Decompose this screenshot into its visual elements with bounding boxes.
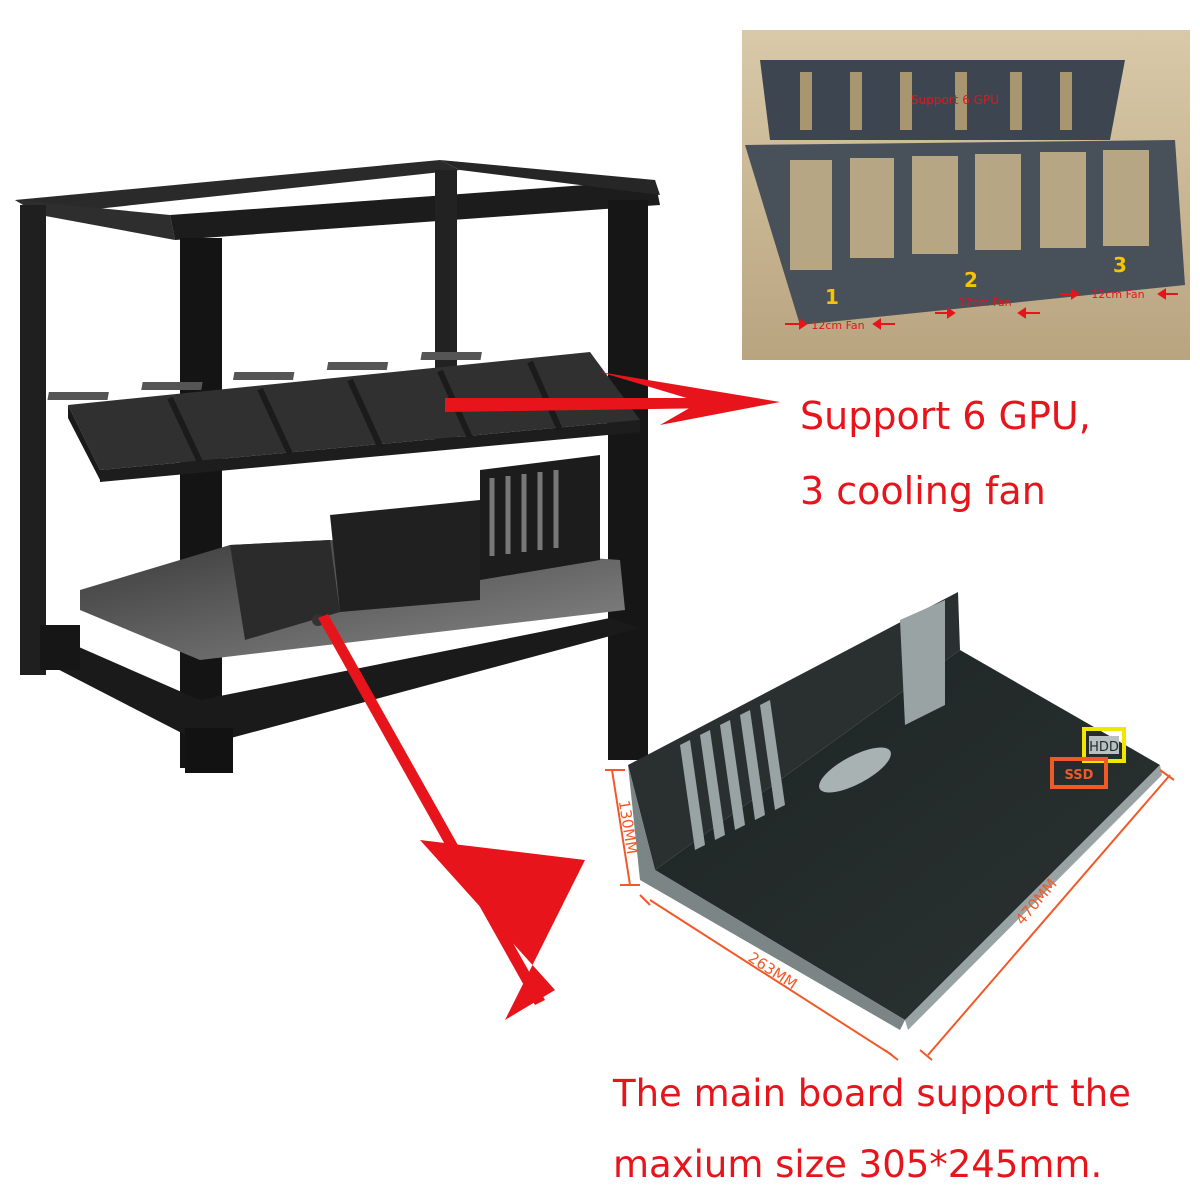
fan-number-1: 1: [825, 285, 839, 309]
gpu-arrow: [445, 372, 780, 425]
mainboard-arrow: [318, 614, 585, 1020]
mainboard-text-line1: The main board support the: [613, 1072, 1131, 1115]
inset-label-support: Support 6 GPU: [911, 93, 999, 107]
dimension-lines: [605, 769, 1175, 1061]
gpu-support-text-line1: Support 6 GPU,: [800, 394, 1091, 438]
fan-number-3: 3: [1113, 253, 1127, 277]
fan-number-2: 2: [964, 268, 978, 292]
mainboard-text-line2: maxium size 305*245mm.: [613, 1143, 1103, 1186]
hdd-label: HDD: [1089, 740, 1119, 755]
mainboard-tray: HDD SSD: [628, 592, 1162, 1030]
gpu-support-text-line2: 3 cooling fan: [800, 469, 1046, 513]
ssd-label: SSD: [1065, 768, 1094, 783]
fan-label-3: 12cm Fan: [1091, 288, 1144, 301]
gpu-bracket-photo: Support 6 GPU 1 2 3 12cm Fan 12cm Fan 12…: [742, 30, 1190, 360]
fan-label-2: 12cm Fan: [958, 296, 1011, 309]
mining-frame: [15, 160, 660, 773]
fan-label-1: 12cm Fan: [811, 319, 864, 332]
